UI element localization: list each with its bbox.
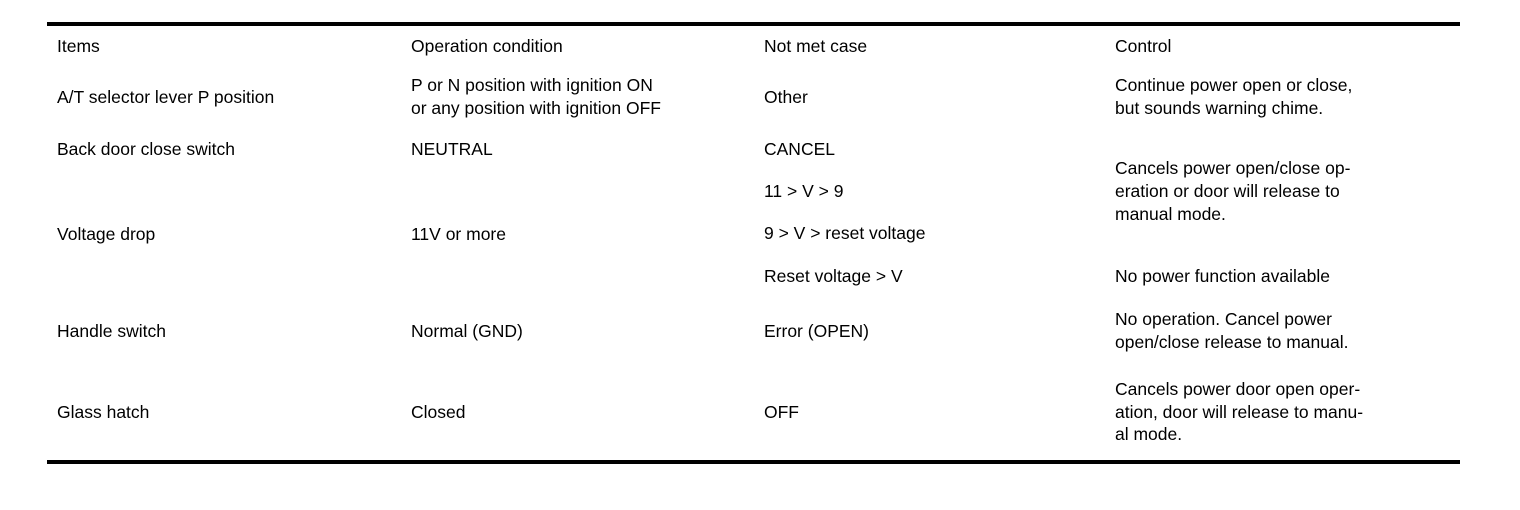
cell-operation-condition-voltage-drop: 11V or more <box>401 170 754 298</box>
table-row-at-selector-lever: A/T selector lever P position P or N pos… <box>47 66 1460 128</box>
cell-operation-condition-at-selector: P or N position with ignition ON or any … <box>401 66 754 128</box>
cell-control-cancels-power-open-close: Cancels power open/close op- eration or … <box>1105 128 1460 255</box>
table-header: Items Operation condition Not met case C… <box>47 22 1460 66</box>
cell-operation-condition-handle-switch: Normal (GND) <box>401 298 754 364</box>
cell-control-glass-hatch: Cancels power door open oper- ation, doo… <box>1105 364 1460 464</box>
cell-item-back-door-close-switch: Back door close switch <box>47 128 401 170</box>
table-row-voltage-drop-band-2: 9 > V > reset voltage <box>47 212 1460 255</box>
column-header-operation-condition: Operation condition <box>401 22 754 66</box>
cell-not-met-case-back-door: CANCEL <box>754 128 1105 170</box>
column-header-not-met-case: Not met case <box>754 22 1105 66</box>
cell-not-met-case-glass-hatch: OFF <box>754 364 1105 464</box>
cell-item-at-selector: A/T selector lever P position <box>47 66 401 128</box>
cell-not-met-case-at-selector: Other <box>754 66 1105 128</box>
cell-not-met-case-reset-voltage: Reset voltage > V <box>754 255 1105 298</box>
table-row-back-door-close-switch: Back door close switch NEUTRAL CANCEL Ca… <box>47 128 1460 255</box>
column-header-control: Control <box>1105 22 1460 66</box>
header-row: Items Operation condition Not met case C… <box>47 22 1460 66</box>
cell-control-at-selector: Continue power open or close, but sounds… <box>1105 66 1460 128</box>
column-header-items: Items <box>47 22 401 66</box>
table-row-handle-switch: Handle switch Normal (GND) Error (OPEN) … <box>47 298 1460 364</box>
cell-item-handle-switch: Handle switch <box>47 298 401 364</box>
cell-control-no-power-function: No power function available <box>1105 255 1460 298</box>
table-row-glass-hatch: Glass hatch Closed OFF Cancels power doo… <box>47 364 1460 464</box>
cell-control-handle-switch: No operation. Cancel power open/close re… <box>1105 298 1460 364</box>
cell-operation-condition-glass-hatch: Closed <box>401 364 754 464</box>
cell-item-voltage-drop: Voltage drop <box>47 170 401 298</box>
table-row-voltage-drop-band-1: Voltage drop 11V or more 11 > V > 9 <box>47 170 1460 298</box>
cell-operation-condition-back-door: NEUTRAL <box>401 128 754 170</box>
cell-not-met-case-voltage-9-reset: 9 > V > reset voltage <box>754 212 1105 255</box>
operation-condition-table: Items Operation condition Not met case C… <box>47 22 1460 464</box>
table-body: A/T selector lever P position P or N pos… <box>47 66 1460 464</box>
cell-item-glass-hatch: Glass hatch <box>47 364 401 464</box>
table-row-voltage-drop-band-3: Reset voltage > V No power function avai… <box>47 255 1460 298</box>
cell-not-met-case-voltage-11-9: 11 > V > 9 <box>754 170 1105 212</box>
cell-not-met-case-handle-switch: Error (OPEN) <box>754 298 1105 364</box>
